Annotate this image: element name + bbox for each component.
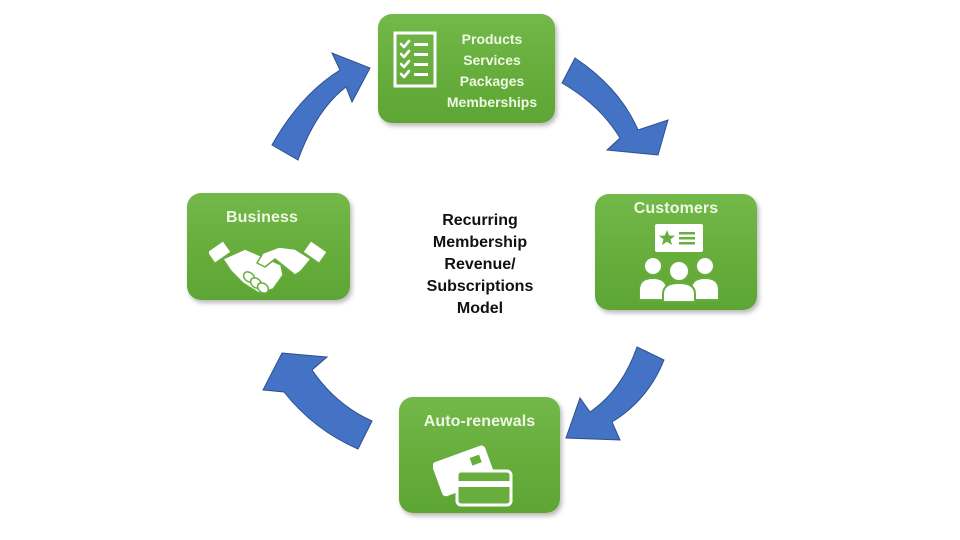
customers-label: Customers (633, 200, 719, 217)
arrow-autorenewals-to-business (262, 352, 373, 450)
diagram-title: Recurring Membership Revenue/ Subscripti… (400, 210, 560, 320)
credit-cards-icon (433, 445, 513, 507)
title-line: Recurring (442, 212, 518, 229)
auto-renewals-box: Auto-renewals (399, 397, 560, 513)
offering-item: Services (463, 52, 521, 68)
offering-item: Packages (459, 73, 525, 89)
offering-item: Products (461, 31, 523, 47)
title-line: Membership (432, 234, 528, 251)
arrow-offerings-to-customers (561, 57, 669, 156)
title-line: Revenue/ (444, 256, 516, 273)
title-line: Subscriptions (426, 278, 534, 295)
customers-box: Customers (595, 194, 757, 310)
customers-group-icon (639, 224, 719, 303)
business-box: Business (187, 193, 350, 300)
title-line: Model (456, 300, 504, 317)
arrow-business-to-offerings (271, 52, 371, 161)
business-label: Business (226, 209, 298, 226)
checklist-icon (393, 31, 437, 88)
offerings-list: Products Services Packages Memberships (437, 29, 547, 113)
offerings-box: Products Services Packages Memberships (378, 14, 555, 123)
offering-item: Memberships (446, 94, 538, 110)
handshake-icon (209, 239, 327, 294)
arrow-customers-to-autorenewals (565, 346, 665, 441)
auto-renewals-label: Auto-renewals (423, 413, 536, 430)
